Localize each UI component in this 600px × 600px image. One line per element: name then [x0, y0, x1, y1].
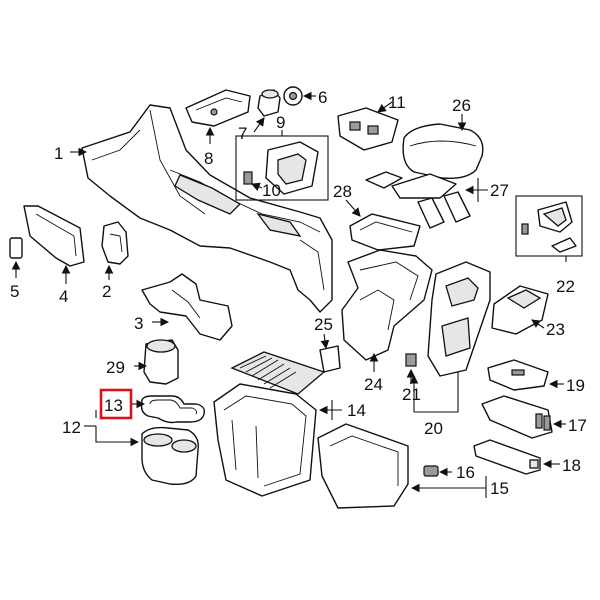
trim-panel-19 [487, 359, 549, 391]
callout-13: 13 [104, 396, 123, 415]
cup-holder [141, 426, 199, 486]
lower-bracket [141, 273, 233, 341]
cup-holder-seal [140, 395, 206, 424]
callout-1: 1 [54, 144, 63, 163]
callout-19: 19 [566, 376, 585, 395]
switch-panel-17 [481, 395, 553, 439]
callout-8: 8 [204, 149, 213, 168]
callout-4: 4 [59, 287, 68, 306]
bracket-25 [319, 345, 341, 373]
highlight-box [99, 388, 133, 420]
callout-12: 12 [62, 418, 81, 437]
rear-vent [491, 285, 549, 335]
assembly-22-box [515, 195, 583, 257]
armrest-base [349, 213, 421, 251]
switch-panel [185, 89, 251, 127]
callout-16: 16 [456, 463, 475, 482]
bezel-clip [243, 171, 253, 185]
callout-11: 11 [388, 93, 406, 112]
armrest-lid [402, 123, 484, 180]
callout-22: 22 [556, 277, 575, 296]
callout-14: 14 [347, 401, 366, 420]
callout-6: 6 [318, 88, 327, 107]
callout-29: 29 [106, 358, 125, 377]
cup-insert [143, 339, 179, 385]
storage-bin [213, 383, 317, 497]
side-panel [23, 205, 85, 267]
callout-20: 20 [424, 419, 443, 438]
callout-27: 27 [490, 181, 509, 200]
center-console-body [81, 104, 333, 313]
mounting-bracket [101, 221, 129, 265]
trim-strip-18 [473, 439, 541, 475]
callout-18: 18 [562, 456, 581, 475]
callout-7: 7 [238, 124, 247, 143]
connector-21 [405, 353, 417, 367]
armrest-hinge-set [365, 171, 471, 229]
small-clip [423, 465, 439, 477]
rear-panel [427, 261, 491, 377]
callout-5: 5 [10, 282, 19, 301]
callout-2: 2 [102, 282, 111, 301]
callout-28: 28 [333, 182, 352, 201]
lower-bin [317, 423, 409, 509]
switch-bezel [337, 107, 399, 151]
grommet [283, 86, 303, 106]
clip [9, 237, 23, 259]
knob [257, 89, 281, 117]
callout-26: 26 [452, 96, 471, 115]
callout-25: 25 [314, 315, 333, 334]
callout-3: 3 [134, 314, 143, 333]
callout-21: 21 [402, 385, 421, 404]
callout-24: 24 [364, 375, 383, 394]
rear-support [341, 249, 433, 361]
shifter-bezel [265, 141, 319, 195]
storage-mat [230, 351, 326, 395]
callout-15: 15 [490, 479, 509, 498]
callout-9: 9 [276, 113, 285, 132]
cover-22 [521, 201, 577, 253]
callout-10: 10 [262, 181, 281, 200]
callout-23: 23 [546, 320, 565, 339]
callout-17: 17 [568, 416, 587, 435]
